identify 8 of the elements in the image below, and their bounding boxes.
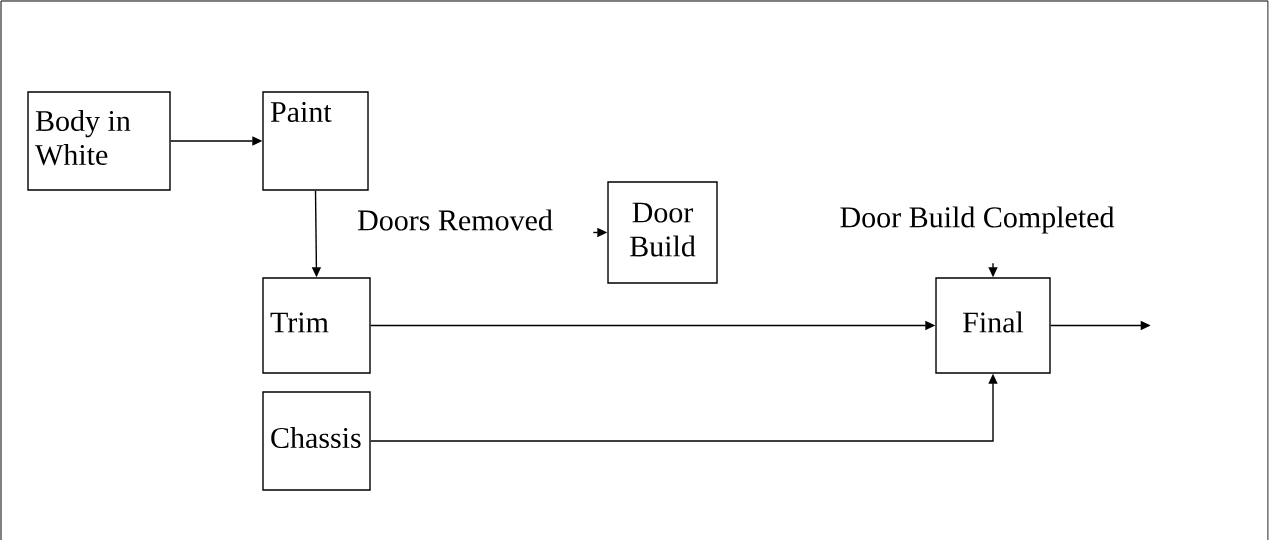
process-box: Final [935, 277, 1051, 374]
process-box: Door Build [607, 181, 718, 284]
process-box: Paint [262, 91, 369, 191]
process-box: Trim [262, 277, 371, 374]
annotation-text: Door Build Completed [840, 206, 1115, 234]
annotation-text: Doors Removed [357, 209, 553, 231]
process-box: Body in White [27, 91, 171, 191]
process-box: Chassis [262, 391, 371, 491]
